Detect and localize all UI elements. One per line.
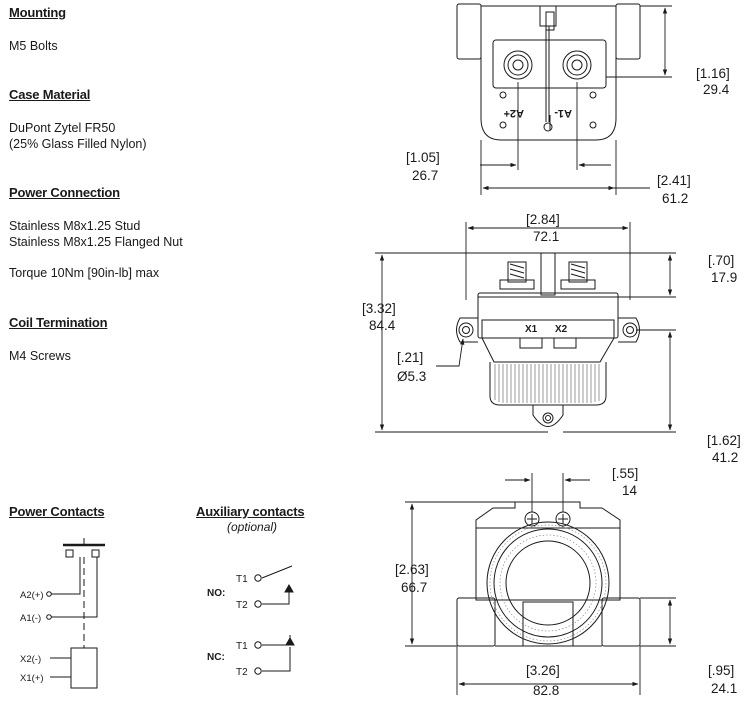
- front-terminal-x2: X2: [555, 324, 568, 335]
- dim-side-height-in: [2.63]: [395, 562, 429, 577]
- coil-ring-texture: [489, 524, 607, 642]
- aux-nc-symbol: [254, 635, 295, 675]
- power-contact-label-a1: A1(-): [20, 613, 41, 624]
- aux-no-t1: T1: [236, 574, 248, 585]
- dim-front-hole-in: [.21]: [397, 350, 423, 365]
- dim-front-height-mm: 84.4: [369, 318, 396, 333]
- dim-side-pitch-mm: 14: [622, 483, 638, 498]
- auxiliary-contacts-subtitle: (optional): [227, 520, 278, 534]
- power-contact-label-a2: A2(+): [20, 590, 44, 601]
- power-connection-torque: Torque 10Nm [90in-lb] max: [9, 266, 160, 280]
- case-material-line2: (25% Glass Filled Nylon): [9, 137, 147, 151]
- dim-front-width-mm: 72.1: [533, 229, 559, 244]
- mounting-heading: Mounting: [9, 5, 66, 20]
- case-material-heading: Case Material: [9, 87, 91, 102]
- mounting-value: M5 Bolts: [9, 39, 58, 53]
- aux-no-symbol: [254, 565, 294, 608]
- dim-side-width-mm: 82.8: [533, 683, 559, 698]
- dim-top-outer-in: [2.41]: [657, 173, 691, 188]
- power-contacts-schematic: [46, 538, 105, 689]
- coil-ribs: [494, 364, 600, 403]
- case-material-line1: DuPont Zytel FR50: [9, 121, 116, 135]
- power-contact-label-x1: X1(+): [20, 673, 44, 684]
- dim-top-outer-mm: 61.2: [662, 191, 688, 206]
- dim-top-height-in: [1.16]: [696, 66, 730, 81]
- dim-top-inner-in: [1.05]: [406, 150, 440, 165]
- top-view: [456, 3, 641, 141]
- dim-top-inner-mm: 26.7: [412, 168, 438, 183]
- aux-nc-t1: T1: [236, 641, 248, 652]
- dim-side-width-in: [3.26]: [526, 663, 560, 678]
- aux-nc-label: NC:: [207, 652, 225, 663]
- dim-front-lower-in: [1.62]: [707, 433, 741, 448]
- dim-top-height-mm: 29.4: [703, 82, 730, 97]
- top-terminal-a1: A1-: [554, 107, 572, 119]
- aux-no-t2: T2: [236, 600, 248, 611]
- dim-side-foot-in: [.95]: [708, 663, 734, 678]
- dim-front-width-in: [2.84]: [526, 212, 560, 227]
- dim-front-height-in: [3.32]: [362, 301, 396, 316]
- top-terminal-a2: A2+: [504, 107, 525, 119]
- coil-screws: [519, 337, 577, 349]
- power-connection-heading: Power Connection: [9, 185, 120, 200]
- aux-nc-t2: T2: [236, 667, 248, 678]
- coil-termination-heading: Coil Termination: [9, 315, 108, 330]
- dim-side-height-mm: 66.7: [401, 580, 427, 595]
- aux-no-label: NO:: [207, 588, 225, 599]
- dim-front-lower-mm: 41.2: [712, 450, 738, 465]
- dim-front-stud-mm: 17.9: [711, 270, 737, 285]
- power-contact-label-x2: X2(-): [20, 654, 41, 665]
- coil-termination-value: M4 Screws: [9, 349, 71, 363]
- power-contacts-heading: Power Contacts: [9, 504, 105, 519]
- auxiliary-contacts-heading: Auxiliary contacts: [196, 504, 305, 519]
- dim-front-hole-mm: Ø5.3: [397, 369, 426, 384]
- dim-side-pitch-in: [.55]: [612, 466, 638, 481]
- dim-front-stud-in: [.70]: [708, 253, 734, 268]
- power-connection-stud: Stainless M8x1.25 Stud: [9, 219, 141, 233]
- power-connection-nut: Stainless M8x1.25 Flanged Nut: [9, 235, 183, 249]
- dim-side-foot-mm: 24.1: [711, 681, 737, 696]
- front-view: [456, 252, 640, 427]
- front-terminal-x1: X1: [525, 324, 538, 335]
- side-view: [456, 501, 641, 647]
